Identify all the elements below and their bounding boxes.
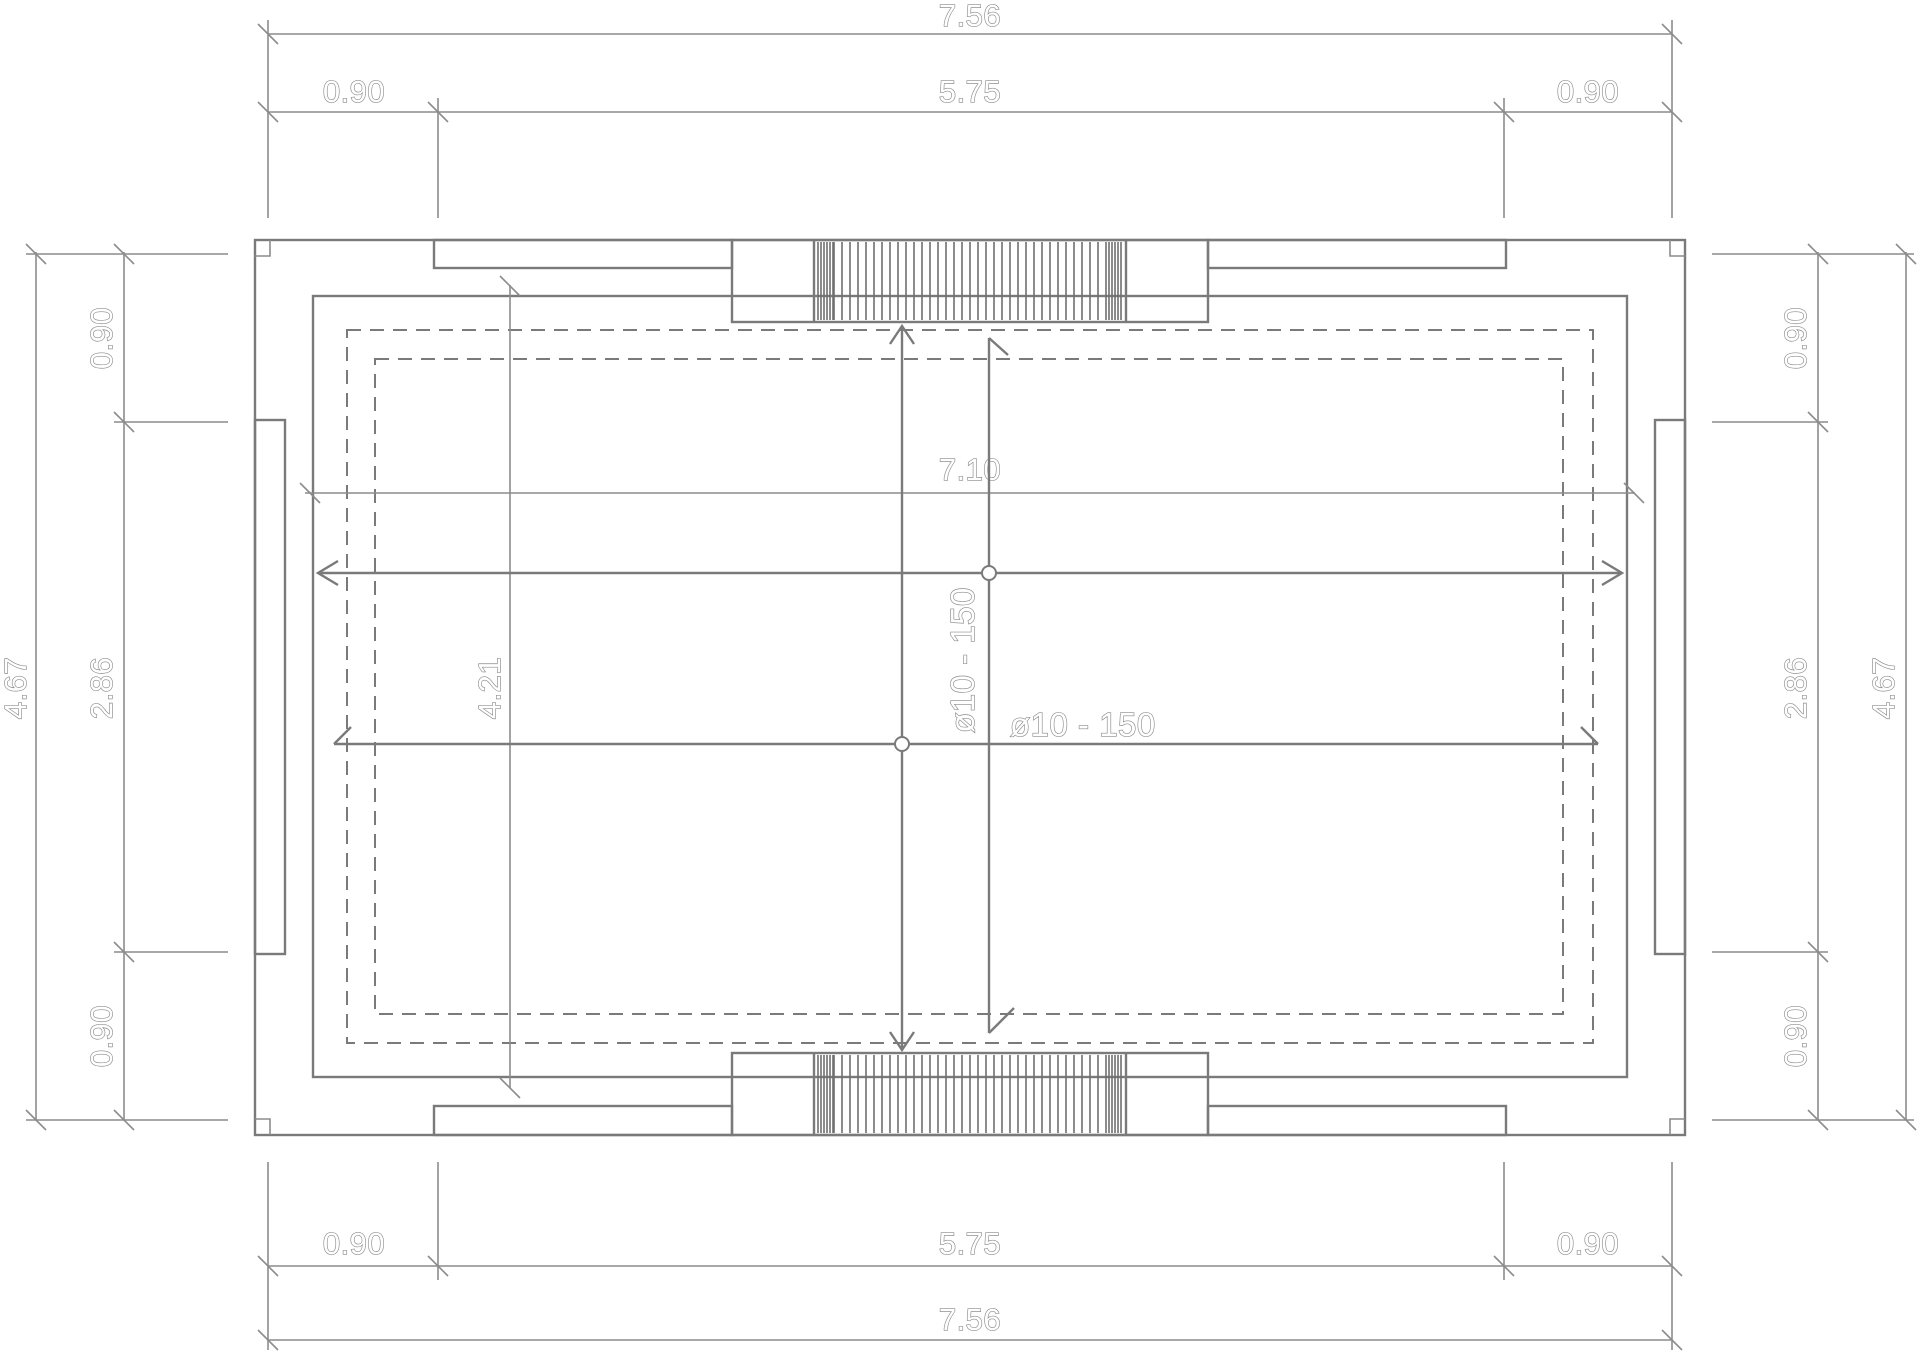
inner-dashed-rebar (374, 358, 1564, 1015)
left-middle-dim: 2.86 (84, 657, 119, 719)
top-left-strip (432, 238, 734, 270)
foundation-outline (253, 238, 1687, 1137)
right-overall-dim: 4.67 (1866, 657, 1901, 719)
inner-width-dim: 7.10 (939, 452, 1001, 487)
inner-height-dim: 4.21 (472, 657, 507, 719)
bottom-left-strip (432, 1104, 734, 1137)
left-dimensions: 4.67 0.90 2.86 0.90 (0, 243, 228, 1131)
right-bottom-dim: 0.90 (1778, 1005, 1813, 1067)
bottom-hatch-pattern (817, 1055, 1122, 1133)
top-right-dim: 0.90 (1557, 74, 1619, 109)
bottom-opening-block (730, 1051, 1210, 1137)
top-hatch-pattern (817, 242, 1122, 320)
bottom-dimensions: 0.90 5.75 0.90 7.56 (257, 1162, 1683, 1351)
outer-dashed-rebar (346, 329, 1594, 1044)
inner-dimensions: 7.10 4.21 (299, 275, 1645, 1099)
vertical-rebar-label: ø10 - 150 (944, 587, 981, 733)
right-middle-dim: 2.86 (1778, 657, 1813, 719)
top-overall-dim: 7.56 (939, 0, 1001, 33)
left-side-strip (253, 418, 287, 956)
top-left-dim: 0.90 (323, 74, 385, 109)
top-right-strip (1206, 238, 1508, 270)
rebar-node-top (981, 565, 997, 581)
left-overall-dim: 4.67 (0, 657, 33, 719)
right-side-strip (1653, 418, 1687, 956)
rebar-node-bottom (894, 736, 910, 752)
bottom-right-strip (1206, 1104, 1508, 1137)
left-bottom-dim: 0.90 (84, 1005, 119, 1067)
right-top-dim: 0.90 (1778, 307, 1813, 369)
horizontal-rebar-label: ø10 - 150 (1010, 706, 1156, 743)
right-dimensions: 0.90 2.86 0.90 4.67 (1712, 243, 1917, 1131)
top-middle-dim: 5.75 (939, 74, 1001, 109)
bottom-right-dim: 0.90 (1557, 1226, 1619, 1261)
left-top-dim: 0.90 (84, 307, 119, 369)
reinforcement-bars: ø10 - 150 ø10 - 150 (315, 323, 1625, 1053)
top-opening-block (730, 238, 1210, 324)
top-dimensions: 7.56 0.90 5.75 0.90 (257, 0, 1683, 218)
bottom-overall-dim: 7.56 (939, 1302, 1001, 1337)
bottom-middle-dim: 5.75 (939, 1226, 1001, 1261)
bottom-left-dim: 0.90 (323, 1226, 385, 1261)
